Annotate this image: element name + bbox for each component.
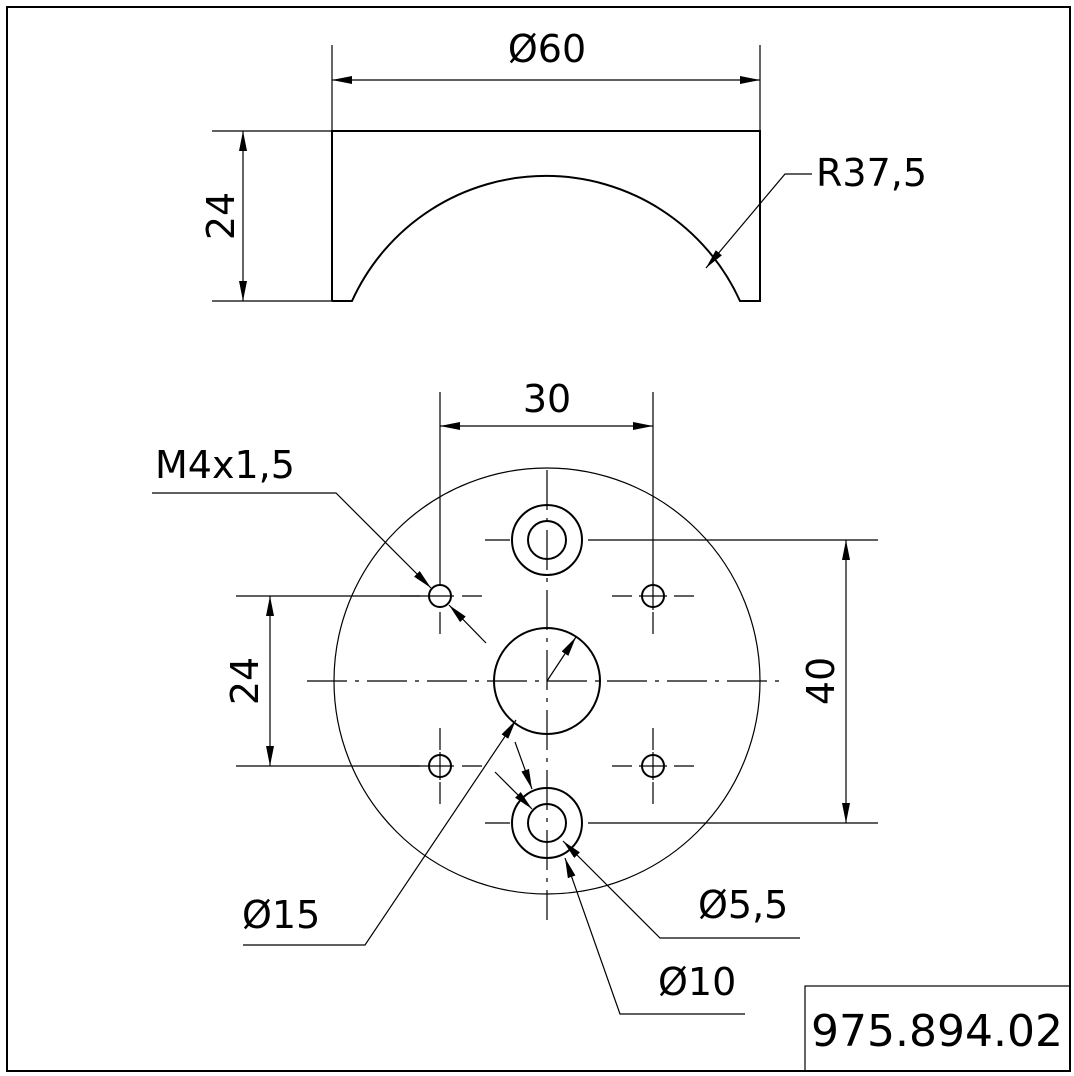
top-view: 30 M4x1,5 24 40 Ø15 Ø5,5 Ø10: [152, 377, 878, 1015]
vertical-24-label: 24: [223, 657, 267, 705]
thread-label: M4x1,5: [155, 443, 295, 487]
height-24-label: 24: [199, 192, 243, 240]
hole-label: Ø5,5: [698, 883, 788, 927]
counterbore-top-inner: [527, 520, 567, 560]
counterbore-label: Ø10: [658, 960, 736, 1004]
counterbore-bottom-outer: [511, 787, 583, 859]
side-view: Ø60 24 R37,5: [199, 27, 927, 302]
spacing-30-label: 30: [523, 377, 571, 421]
counterbore-spacing-40-label: 40: [799, 657, 843, 705]
counterbore-top-outer: [511, 504, 583, 576]
counterbore-bottom-inner: [527, 803, 567, 843]
title-block: [804, 985, 1071, 1072]
diameter-60-label: Ø60: [508, 27, 586, 71]
center-hole: [493, 627, 601, 735]
center-hole-label: Ø15: [242, 893, 320, 937]
radius-leader: [705, 173, 812, 269]
part-profile: [331, 130, 761, 302]
drawing-border: [6, 6, 1071, 1072]
radius-label: R37,5: [816, 151, 927, 195]
part-number: 975.894.02: [811, 1006, 1063, 1057]
